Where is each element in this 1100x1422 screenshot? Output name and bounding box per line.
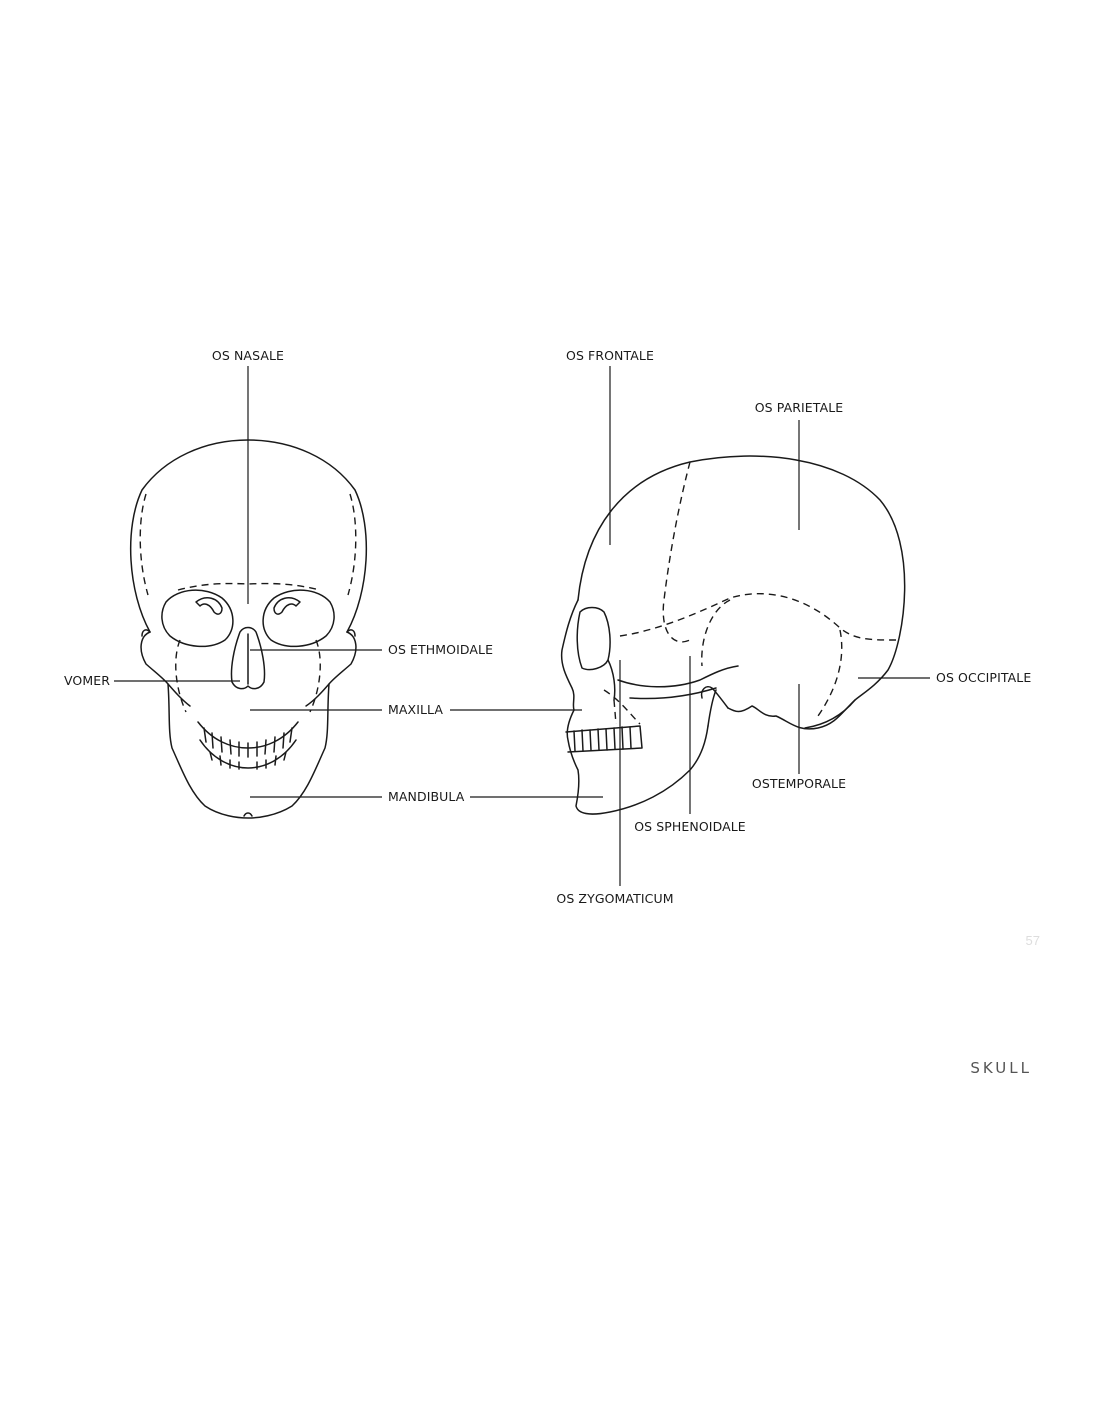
label-os-ethmoidale: OS ETHMOIDALE (388, 642, 493, 657)
right-orbit (262, 589, 335, 648)
page-number: 57 (1026, 933, 1040, 948)
front-skull (129, 439, 368, 819)
side-skull (560, 455, 906, 815)
label-vomer: VOMER (64, 673, 110, 688)
running-title: SKULL (970, 1059, 1032, 1077)
front-face-outline (140, 631, 357, 819)
label-mandibula: MANDIBULA (388, 789, 465, 804)
leader-lines (114, 366, 930, 886)
label-os-temporale: OSTEMPORALE (752, 776, 846, 791)
label-os-parietale: OS PARIETALE (755, 400, 844, 415)
side-cranium-outline (577, 455, 906, 730)
nasal-aperture (230, 626, 266, 690)
label-os-sphenoidale: OS SPHENOIDALE (634, 819, 746, 834)
left-orbit (161, 589, 234, 648)
label-os-zygomaticum: OS ZYGOMATICUM (556, 891, 673, 906)
side-orbit (576, 606, 611, 671)
label-os-nasale: OS NASALE (212, 348, 284, 363)
label-os-frontale: OS FRONTALE (566, 348, 654, 363)
label-maxilla: MAXILLA (388, 702, 443, 717)
label-os-occipitale: OS OCCIPITALE (936, 670, 1031, 685)
